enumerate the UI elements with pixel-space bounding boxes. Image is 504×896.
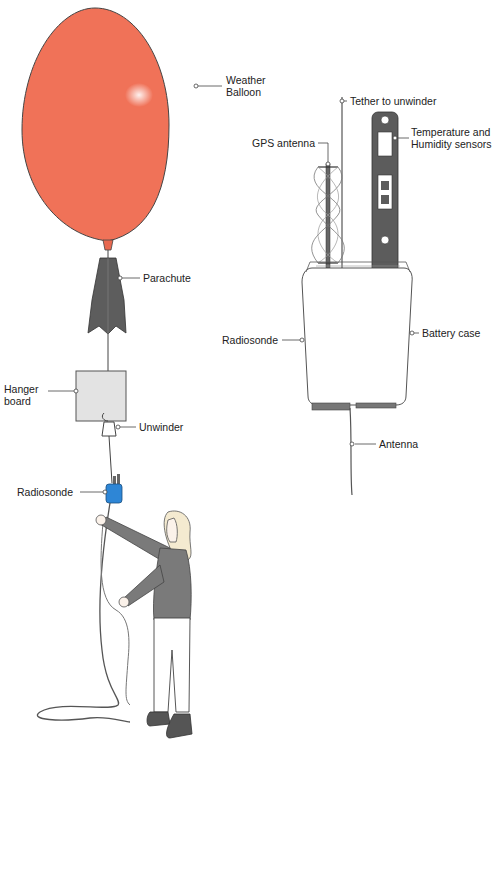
- unwinder: [102, 422, 116, 483]
- hanger-board: [76, 371, 126, 421]
- callout-label: Antenna: [379, 438, 439, 450]
- callout-label: Temperature and Humidity sensors: [411, 126, 500, 150]
- hose-line: [101, 522, 130, 705]
- parachute: [88, 250, 126, 371]
- callout-label: Weather Balloon: [226, 74, 278, 98]
- callout-label: GPS antenna: [252, 137, 318, 149]
- callout-label: Radiosonde: [222, 334, 284, 346]
- callout-label: Radiosonde: [17, 486, 79, 498]
- person-figure: [96, 511, 192, 738]
- callout-label: Tether to unwinder: [350, 95, 460, 107]
- radiosonde-small: [106, 474, 122, 503]
- leader-lines: [48, 84, 419, 494]
- callout-label: Hanger board: [4, 383, 46, 407]
- tether-line: [37, 503, 130, 722]
- radiosonde-detail: [302, 97, 412, 495]
- callout-label: Battery case: [422, 327, 492, 339]
- weather-balloon: [22, 8, 169, 250]
- callout-label: Unwinder: [139, 421, 209, 433]
- callout-label: Parachute: [143, 272, 213, 284]
